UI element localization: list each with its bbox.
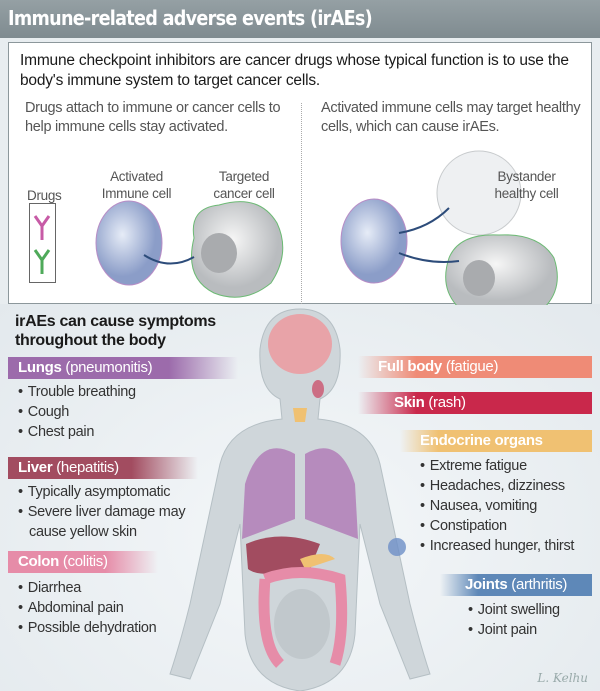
antibody-icons (33, 215, 51, 274)
immune-cell-left (95, 200, 163, 286)
list-item: Extreme fatigue (420, 456, 574, 476)
joints-symptoms: Joint swelling Joint pain (468, 600, 560, 640)
endocrine-symptoms: Extreme fatigue Headaches, dizziness Nau… (420, 456, 575, 556)
category-liver: Liver (hepatitis) (8, 457, 198, 479)
colon-icon (258, 567, 348, 668)
list-item: Severe liver damage may cause yellow ski… (18, 502, 208, 542)
category-skin: Skin (rash) (358, 392, 592, 414)
list-item: Nausea, vomiting (420, 496, 574, 516)
right-lung (305, 448, 358, 539)
drugs-legend (29, 203, 56, 283)
colon-symptoms: Diarrhea Abdominal pain Possible dehydra… (18, 578, 157, 638)
arrow-icon (398, 207, 450, 234)
arrow-icon (143, 254, 195, 265)
body-title: irAEs can cause symptoms throughout the … (15, 313, 216, 349)
artist-signature: L. Kelhu (537, 671, 588, 685)
category-colon: Colon (colitis) (8, 551, 158, 573)
body-illustration (169, 308, 431, 691)
list-item: Chest pain (18, 422, 136, 442)
category-lungs: Lungs (pneumonitis) (8, 357, 238, 379)
cancer-cell-label: Targeted cancer cell (213, 169, 275, 201)
intro-text: Immune checkpoint inhibitors are cancer … (20, 52, 569, 89)
bystander-cell (436, 150, 522, 236)
list-item: Trouble breathing (18, 382, 136, 402)
list-item: Headaches, dizziness (420, 476, 574, 496)
right-caption: Activated immune cells may target health… (321, 100, 581, 135)
list-item: Typically asymptomatic (18, 482, 208, 502)
drugs-label: Drugs (27, 188, 62, 203)
lungs-symptoms: Trouble breathing Cough Chest pain (18, 382, 136, 442)
list-item: Possible dehydration (18, 618, 157, 638)
left-lung (242, 448, 295, 539)
symptoms-section: irAEs can cause symptoms throughout the … (0, 304, 600, 691)
panel-divider (301, 103, 302, 308)
left-caption: Drugs attach to immune or cancer cells t… (25, 100, 281, 135)
header: Immune-related adverse events (irAEs) (0, 0, 600, 38)
list-item: Constipation (420, 516, 574, 536)
pancreas-icon (300, 554, 335, 569)
intestine-icon (274, 589, 330, 659)
list-item: Increased hunger, thirst (420, 536, 575, 556)
list-item: Abdominal pain (18, 598, 156, 618)
list-item: Joint swelling (468, 600, 560, 620)
list-item: Cough (18, 402, 136, 422)
bystander-cell-label: Bystander healthy cell (494, 169, 559, 201)
immune-cell-right (340, 198, 408, 284)
mechanism-panel: Immune checkpoint inhibitors are cancer … (8, 42, 592, 308)
liver-icon (246, 536, 320, 574)
arrow-icon (398, 252, 460, 263)
cancer-cell-right (445, 234, 558, 305)
brain-icon (268, 314, 332, 374)
cell-illustrations (95, 150, 558, 305)
category-joints: Joints (arthritis) (440, 574, 592, 596)
rash-mark (312, 380, 324, 398)
thyroid-icon (293, 408, 307, 422)
list-item: Joint pain (468, 620, 560, 640)
page-title: Immune-related adverse events (irAEs) (8, 6, 373, 30)
category-full-body: Full body (fatigue) (358, 356, 592, 378)
cancer-cell-left (191, 201, 284, 298)
category-endocrine: Endocrine organs (400, 430, 592, 452)
list-item: Diarrhea (18, 578, 156, 598)
immune-cell-label: Activated Immune cell (101, 169, 172, 201)
joint-mark (388, 538, 406, 556)
liver-symptoms: Typically asymptomatic Severe liver dama… (18, 482, 208, 542)
